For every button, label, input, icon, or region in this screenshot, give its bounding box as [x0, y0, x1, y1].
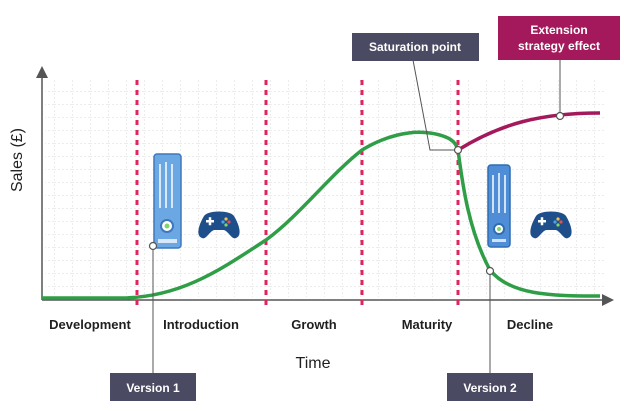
saturation-point-box — [352, 33, 479, 61]
saturation-point-label: Saturation point — [369, 40, 461, 54]
stage-label-maturity: Maturity — [402, 317, 453, 332]
game-controller-icon — [198, 211, 240, 239]
extension-strategy-box — [498, 16, 620, 60]
saturation-point-callout: Saturation point — [352, 33, 479, 155]
version-2-label: Version 2 — [463, 381, 517, 395]
game-console-icon — [487, 164, 511, 248]
saturation-leader-line — [412, 59, 458, 151]
stage-dividers — [135, 80, 460, 305]
version-2-box — [447, 373, 533, 401]
version-1-box — [110, 373, 196, 401]
stage-label-growth: Growth — [291, 317, 337, 332]
stage-label-decline: Decline — [507, 317, 553, 332]
saturation-marker — [453, 145, 463, 155]
extension-marker — [555, 111, 565, 121]
extension-strategy-label-line2: strategy effect — [518, 39, 600, 53]
stage-label-introduction: Introduction — [163, 317, 239, 332]
version-2-marker — [485, 266, 495, 276]
version-1-callout: Version 1 — [110, 241, 196, 401]
version-1-marker — [148, 241, 158, 251]
y-axis-title: Sales (£) — [9, 128, 26, 192]
version-2-callout: Version 2 — [447, 266, 533, 401]
game-controller-icon — [530, 211, 572, 239]
extension-strategy-callout: Extension strategy effect — [498, 16, 620, 121]
grid-background — [45, 80, 605, 297]
stage-label-development: Development — [49, 317, 131, 332]
extension-strategy-curve — [457, 111, 601, 152]
game-console-icon — [153, 153, 182, 249]
version-1-label: Version 1 — [126, 381, 180, 395]
extension-strategy-label-line1: Extension — [530, 23, 587, 37]
x-axis-title: Time — [296, 355, 331, 372]
